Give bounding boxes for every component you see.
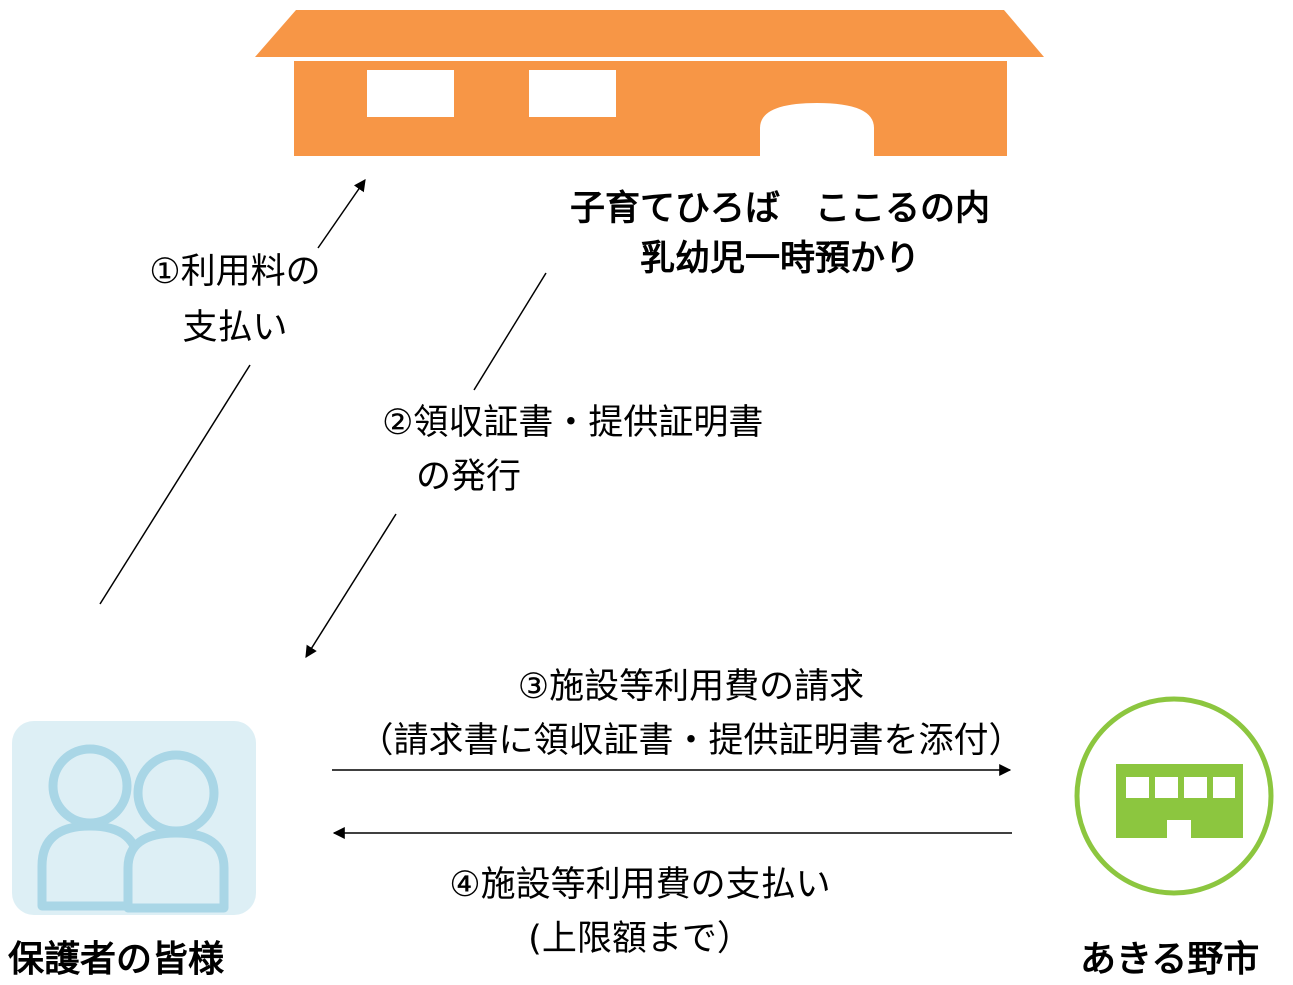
step1-label-line2: 支払い xyxy=(182,308,288,348)
guardians-label: 保護者の皆様 xyxy=(8,939,225,980)
city-hall-icon xyxy=(1074,696,1274,896)
step1-label: ①利用料の 支払い xyxy=(110,244,360,356)
step1-arrow xyxy=(99,179,366,605)
step3-label: ③施設等利用費の請求 （請求書に領収証書・提供証明書を添付） xyxy=(296,660,1086,768)
step4-label-line1: ④施設等利用費の支払い xyxy=(449,865,831,905)
step2-arrow xyxy=(305,272,547,659)
step4-label-line2: (上限額まで） xyxy=(528,919,752,959)
facility-building-icon xyxy=(255,10,1044,156)
step3-label-line1: ③施設等利用費の請求 xyxy=(517,667,865,707)
step1-label-line1: ①利用料の xyxy=(149,252,321,292)
facility-name-line2: 乳幼児一時預かり xyxy=(639,239,920,279)
step3-label-line2: （請求書に領収証書・提供証明書を添付） xyxy=(358,721,1024,761)
city-label: あきる野市 xyxy=(1080,939,1260,980)
people-icon xyxy=(12,721,256,915)
step2-label-line1: ②領収証書・提供証明書 xyxy=(382,403,764,443)
step4-label: ④施設等利用費の支払い (上限額まで） xyxy=(360,858,920,966)
facility-name-line1: 子育てひろば ここるの内 xyxy=(569,189,990,229)
step2-label: ②領収証書・提供証明書 の発行 xyxy=(382,396,763,504)
step2-label-line2: の発行 xyxy=(416,457,522,497)
facility-name: 子育てひろば ここるの内 乳幼児一時預かり xyxy=(470,184,1090,284)
